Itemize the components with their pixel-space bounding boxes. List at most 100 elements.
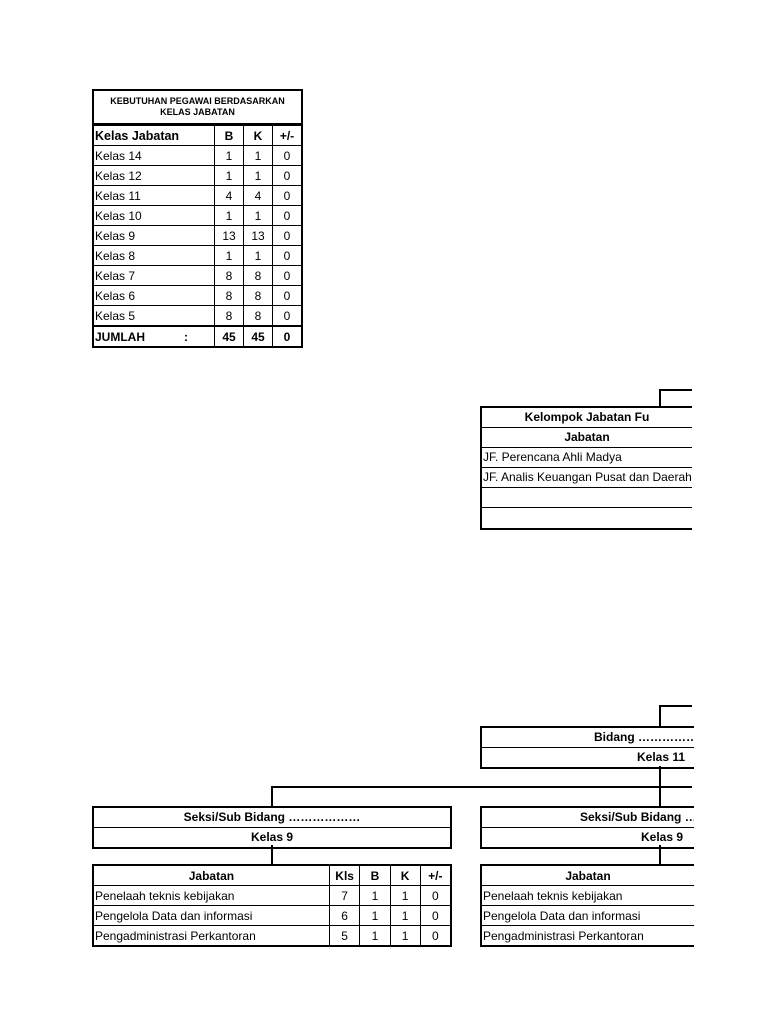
total-diff-cell: 0 <box>272 325 303 348</box>
k-cell: 1 <box>243 245 273 266</box>
connector-line <box>659 705 661 727</box>
jabatan-header-row: Jabatan Kls B K +/- <box>92 864 452 886</box>
table-row: Penelaah teknis kebijakan <box>480 885 694 906</box>
connector-line <box>659 389 661 407</box>
diff-cell: 0 <box>272 285 303 306</box>
k-cell: 1 <box>389 905 421 926</box>
header-diff: +/- <box>419 864 452 886</box>
summary-table: Kelas Jabatan B K +/- Kelas 14 1 1 0 Kel… <box>92 125 303 348</box>
diff-cell: 0 <box>272 165 303 186</box>
functional-group-box: Kelompok Jabatan Fu Jabatan JF. Perencan… <box>480 406 692 530</box>
table-row: Kelas 5 8 8 0 <box>92 305 303 327</box>
table-row: Kelas 14 1 1 0 <box>92 145 303 166</box>
kelas-cell: Kelas 10 <box>92 205 215 226</box>
seksi-left-jabatan-table: Jabatan Kls B K +/- Penelaah teknis kebi… <box>92 864 452 947</box>
seksi-left-box: Seksi/Sub Bidang ……………… Kelas 9 <box>92 806 452 849</box>
kelas-cell: Kelas 14 <box>92 145 215 166</box>
bidang-kelas-text: Kelas 11 <box>637 750 686 764</box>
table-row: Kelas 9 13 13 0 <box>92 225 303 246</box>
total-row: JUMLAH: 45 45 0 <box>92 325 303 348</box>
bidang-name-text: Bidang ……………… <box>594 730 694 744</box>
k-cell: 8 <box>243 305 273 327</box>
kelas-cell: Kelas 9 <box>92 225 215 246</box>
functional-group-title: Kelompok Jabatan Fu <box>482 408 692 428</box>
k-cell: 1 <box>389 885 421 906</box>
table-row: Penelaah teknis kebijakan 7 1 1 0 <box>92 885 452 906</box>
k-cell: 1 <box>243 205 273 226</box>
bidang-box: Bidang ……………… Kelas 11 <box>480 726 694 769</box>
bidang-kelas: Kelas 11 <box>482 747 694 767</box>
seksi-right-box: Seksi/Sub Bidang …… Kelas 9 <box>480 806 694 849</box>
b-cell: 1 <box>214 165 244 186</box>
summary-title: KEBUTUHAN PEGAWAI BERDASARKAN KELAS JABA… <box>92 89 303 125</box>
connector-line <box>659 766 661 788</box>
jabatan-cell: Pengelola Data dan informasi <box>480 905 694 926</box>
kls-cell: 7 <box>328 885 361 906</box>
k-cell: 4 <box>243 185 273 206</box>
header-diff: +/- <box>272 125 303 146</box>
k-cell: 1 <box>243 145 273 166</box>
list-item <box>482 488 692 508</box>
total-label-cell: JUMLAH: <box>92 325 215 348</box>
bidang-name: Bidang ……………… <box>482 728 694 747</box>
table-row: Pengadministrasi Perkantoran 5 1 1 0 <box>92 925 452 947</box>
diff-cell: 0 <box>419 925 452 947</box>
jabatan-cell: Pengadministrasi Perkantoran <box>92 925 330 947</box>
k-cell: 1 <box>243 165 273 186</box>
table-row: Kelas 11 4 4 0 <box>92 185 303 206</box>
table-row: Kelas 12 1 1 0 <box>92 165 303 186</box>
b-cell: 8 <box>214 285 244 306</box>
b-cell: 1 <box>214 245 244 266</box>
seksi-right-jabatan-table: Jabatan Penelaah teknis kebijakan Pengel… <box>480 864 694 947</box>
kelas-cell: Kelas 5 <box>92 305 215 327</box>
table-row: Pengadministrasi Perkantoran <box>480 925 694 947</box>
list-item: JF. Perencana Ahli Madya <box>482 448 692 468</box>
b-cell: 1 <box>359 885 391 906</box>
diff-cell: 0 <box>272 245 303 266</box>
jabatan-cell: Penelaah teknis kebijakan <box>92 885 330 906</box>
seksi-right-kelas: Kelas 9 <box>482 827 694 847</box>
total-k-cell: 45 <box>243 325 273 348</box>
kelas-cell: Kelas 12 <box>92 165 215 186</box>
jabatan-cell: Penelaah teknis kebijakan <box>480 885 694 906</box>
header-b: B <box>359 864 391 886</box>
b-cell: 1 <box>214 205 244 226</box>
header-kelas-jabatan: Kelas Jabatan <box>92 125 215 146</box>
diff-cell: 0 <box>419 905 452 926</box>
header-k: K <box>243 125 273 146</box>
k-cell: 1 <box>389 925 421 947</box>
connector-line <box>659 389 692 391</box>
total-colon: : <box>184 329 188 344</box>
jabatan-cell: Pengelola Data dan informasi <box>92 905 330 926</box>
header-jabatan: Jabatan <box>92 864 330 886</box>
kelas-cell: Kelas 6 <box>92 285 215 306</box>
kls-cell: 5 <box>328 925 361 947</box>
table-row: Pengelola Data dan informasi 6 1 1 0 <box>92 905 452 926</box>
k-cell: 13 <box>243 225 273 246</box>
table-row: Kelas 7 8 8 0 <box>92 265 303 286</box>
b-cell: 8 <box>214 265 244 286</box>
jabatan-cell: Pengadministrasi Perkantoran <box>480 925 694 947</box>
summary-table-panel: KEBUTUHAN PEGAWAI BERDASARKAN KELAS JABA… <box>92 89 303 348</box>
seksi-right-name: Seksi/Sub Bidang …… <box>482 808 694 827</box>
b-cell: 13 <box>214 225 244 246</box>
diff-cell: 0 <box>272 225 303 246</box>
total-b-cell: 45 <box>214 325 244 348</box>
b-cell: 4 <box>214 185 244 206</box>
header-jabatan: Jabatan <box>480 864 694 886</box>
kelas-cell: Kelas 11 <box>92 185 215 206</box>
seksi-right-name-text: Seksi/Sub Bidang …… <box>580 810 694 824</box>
diff-cell: 0 <box>272 185 303 206</box>
connector-line <box>659 705 692 707</box>
diff-cell: 0 <box>272 205 303 226</box>
connector-line <box>271 786 273 808</box>
table-row: Kelas 6 8 8 0 <box>92 285 303 306</box>
k-cell: 8 <box>243 285 273 306</box>
seksi-left-name: Seksi/Sub Bidang ……………… <box>183 810 361 824</box>
b-cell: 8 <box>214 305 244 327</box>
header-kls: Kls <box>328 864 361 886</box>
diff-cell: 0 <box>272 265 303 286</box>
summary-header-row: Kelas Jabatan B K +/- <box>92 125 303 146</box>
kelas-cell: Kelas 8 <box>92 245 215 266</box>
k-cell: 8 <box>243 265 273 286</box>
